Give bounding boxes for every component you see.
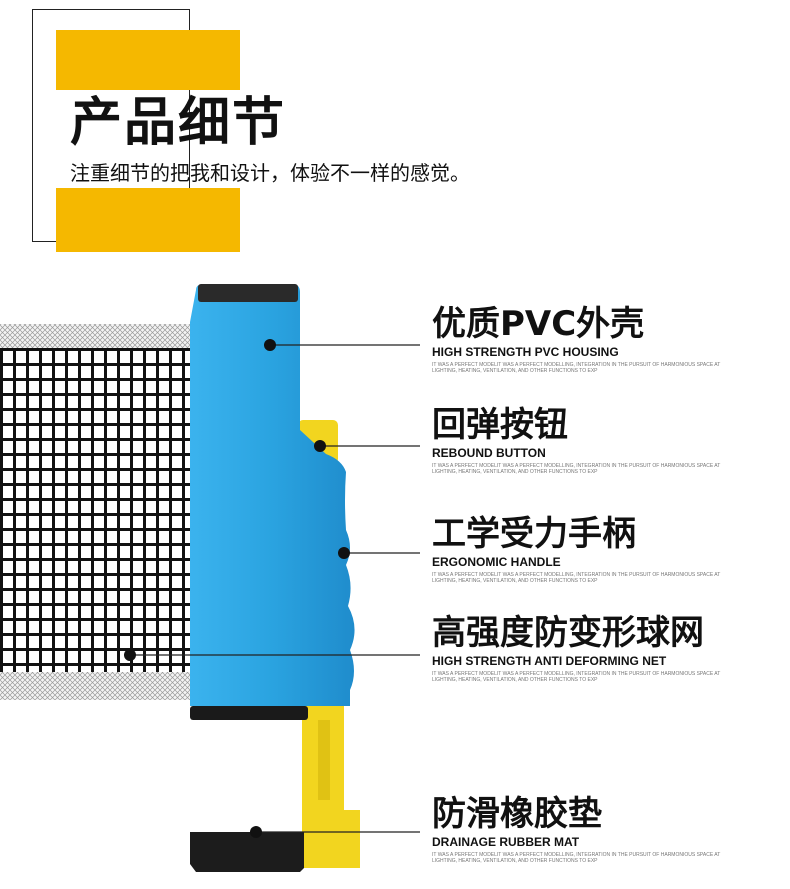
- feature-desc: IT WAS A PERFECT MODELIT WAS A PERFECT M…: [432, 362, 721, 374]
- feature-title-en: HIGH STRENGTH ANTI DEFORMING NET: [432, 654, 667, 668]
- feature-desc: IT WAS A PERFECT MODELIT WAS A PERFECT M…: [432, 671, 721, 683]
- clamp: [302, 706, 360, 868]
- header-accent-bar-bottom: [56, 188, 240, 252]
- callout-dot-mat: [250, 826, 262, 838]
- feature-desc: IT WAS A PERFECT MODELIT WAS A PERFECT M…: [432, 572, 721, 584]
- feature-mat: 防滑橡胶垫 DRAINAGE RUBBER MAT IT WAS A PERFE…: [432, 793, 772, 864]
- product-illustration: [0, 284, 420, 872]
- feature-title-cn: 优质PVC外壳: [432, 304, 645, 344]
- feature-title-en: HIGH STRENGTH PVC HOUSING: [432, 345, 619, 359]
- rubber-mat: [190, 832, 304, 872]
- feature-desc: IT WAS A PERFECT MODELIT WAS A PERFECT M…: [432, 463, 721, 475]
- pvc-housing: [190, 284, 355, 706]
- callout-dot-net: [124, 649, 136, 661]
- feature-title-en: REBOUND BUTTON: [432, 446, 546, 460]
- feature-title-cn: 回弹按钮: [432, 405, 568, 445]
- housing-cap: [198, 284, 298, 302]
- callout-dot-handle: [338, 547, 350, 559]
- feature-title-en: ERGONOMIC HANDLE: [432, 555, 561, 569]
- feature-title-cn: 高强度防变形球网: [432, 613, 704, 653]
- feature-title-cn: 工学受力手柄: [432, 514, 636, 554]
- feature-desc: IT WAS A PERFECT MODELIT WAS A PERFECT M…: [432, 852, 721, 864]
- page-title: 产品细节: [70, 93, 287, 153]
- housing-base: [190, 706, 308, 720]
- feature-title-en: DRAINAGE RUBBER MAT: [432, 835, 580, 849]
- header-accent-bar-top: [56, 30, 240, 90]
- feature-housing: 优质PVC外壳 HIGH STRENGTH PVC HOUSING IT WAS…: [432, 303, 772, 374]
- feature-net: 高强度防变形球网 HIGH STRENGTH ANTI DEFORMING NE…: [432, 612, 772, 683]
- net: [0, 324, 192, 700]
- feature-button: 回弹按钮 REBOUND BUTTON IT WAS A PERFECT MOD…: [432, 404, 772, 475]
- callout-dot-button: [314, 440, 326, 452]
- feature-title-cn: 防滑橡胶垫: [432, 794, 602, 834]
- page-subtitle: 注重细节的把我和设计，体验不一样的感觉。: [70, 161, 470, 185]
- callout-lines: [130, 344, 420, 833]
- callout-dot-housing: [264, 339, 276, 351]
- feature-handle: 工学受力手柄 ERGONOMIC HANDLE IT WAS A PERFECT…: [432, 513, 772, 584]
